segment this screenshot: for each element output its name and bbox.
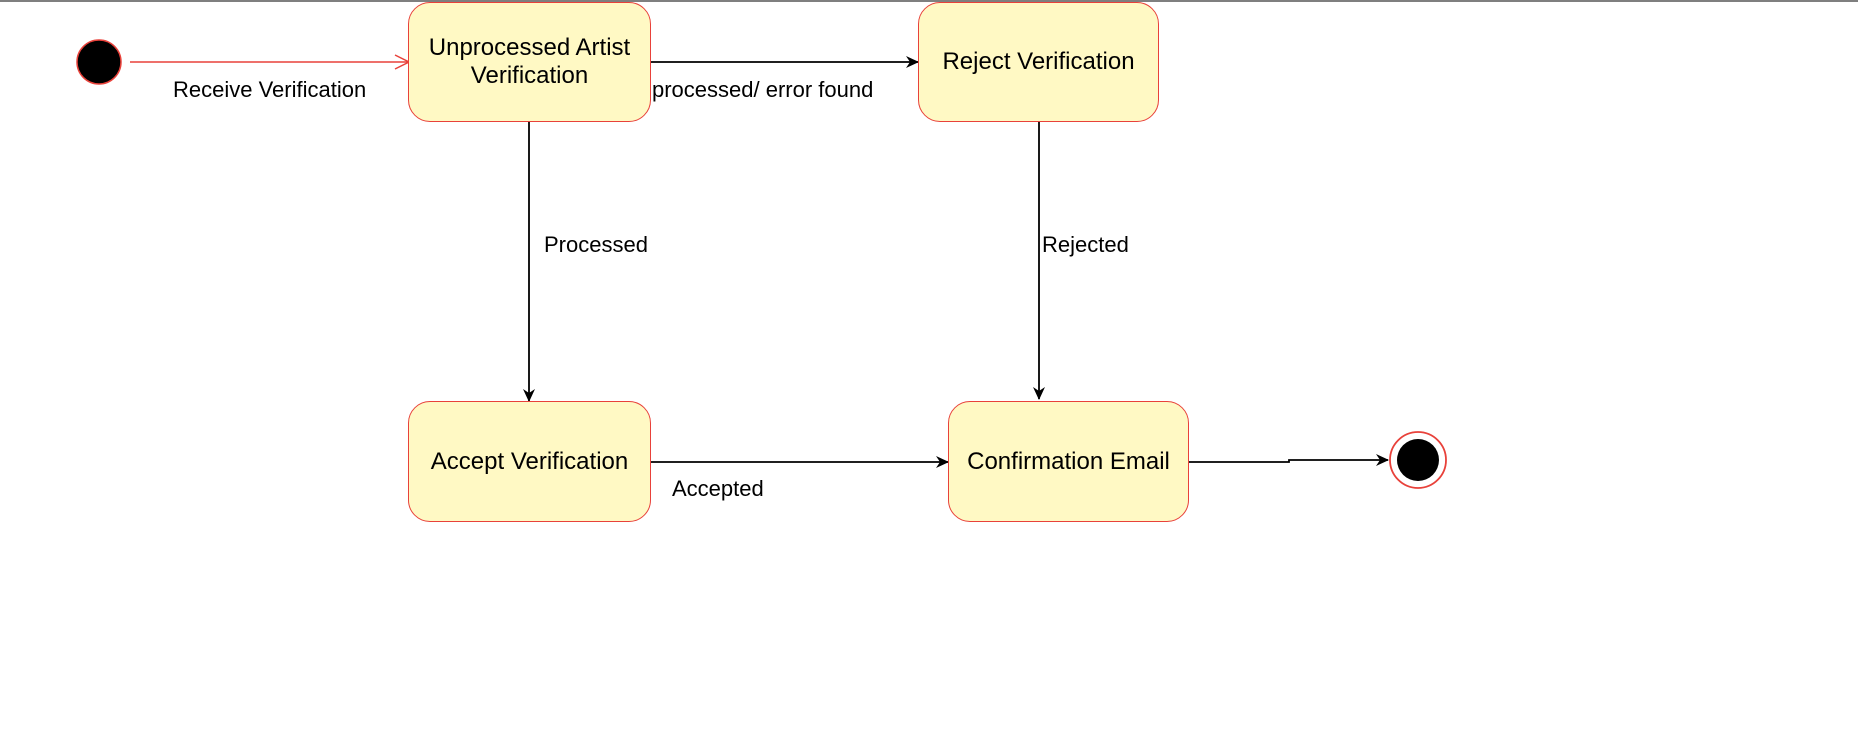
initial-node: [76, 39, 122, 85]
state-unprocessed-artist-verification[interactable]: Unprocessed Artist Verification: [408, 2, 651, 122]
final-node-inner: [1397, 439, 1439, 481]
state-reject-verification[interactable]: Reject Verification: [918, 2, 1159, 122]
state-unprocessed-label: Unprocessed Artist Verification: [428, 34, 631, 89]
state-confirmation-email[interactable]: Confirmation Email: [948, 401, 1189, 522]
state-reject-label: Reject Verification: [942, 48, 1135, 75]
transition-accepted-label: Accepted: [672, 476, 764, 501]
state-confirmation-label: Confirmation Email: [967, 447, 1170, 475]
transition-to-final-arrow: [1189, 454, 1389, 466]
state-accept-verification[interactable]: Accept Verification: [408, 401, 651, 522]
transition-rejected-label: Rejected: [1042, 232, 1129, 257]
state-accept-label: Accept Verification: [430, 447, 629, 475]
transition-error-found-label: processed/ error found: [652, 77, 874, 102]
transition-receive-label: Receive Verification: [173, 77, 367, 102]
transition-processed-label: Processed: [544, 232, 648, 257]
